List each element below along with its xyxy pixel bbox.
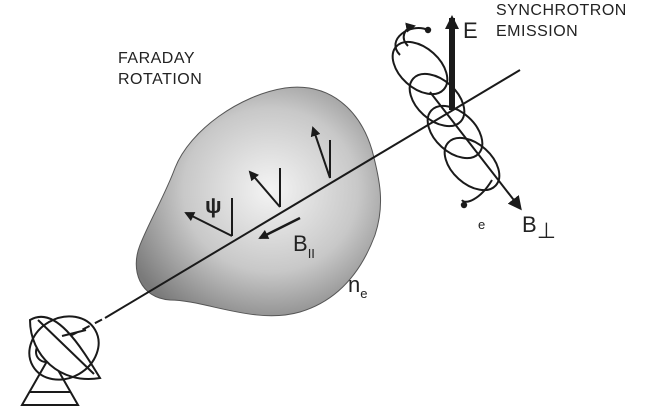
polarization-vectors	[184, 126, 331, 237]
b-parallel-label: BII	[293, 231, 315, 261]
rotation-arrow	[402, 22, 416, 47]
b-parallel-sub: II	[308, 246, 315, 261]
e-field-label: E	[463, 18, 478, 43]
b-perp-arrow	[429, 91, 522, 211]
radio-telescope-icon	[20, 315, 102, 406]
electron-density-cloud	[135, 86, 382, 317]
synchrotron-label-line2: EMISSION	[496, 23, 578, 40]
electron-dot-bottom	[460, 201, 468, 209]
n-base: n	[348, 272, 360, 297]
faraday-label-line2: ROTATION	[118, 71, 202, 88]
line-of-sight	[104, 69, 521, 319]
b-parallel-arrow	[258, 216, 301, 240]
electron-density-label: ne	[348, 272, 367, 301]
n-sub: e	[360, 286, 367, 301]
b-perp-sub: ⊥	[537, 218, 556, 243]
faraday-label-line1: FARADAY	[118, 50, 195, 67]
psi-label: ψ	[205, 193, 222, 218]
synchrotron-label-line1: SYNCHROTRON	[496, 2, 627, 19]
electron-label: e	[478, 217, 485, 232]
b-perp-base: B	[522, 212, 537, 237]
electron-dot-top	[424, 26, 432, 34]
b-parallel-base: B	[293, 231, 308, 256]
b-perp-label: B⊥	[522, 212, 556, 243]
